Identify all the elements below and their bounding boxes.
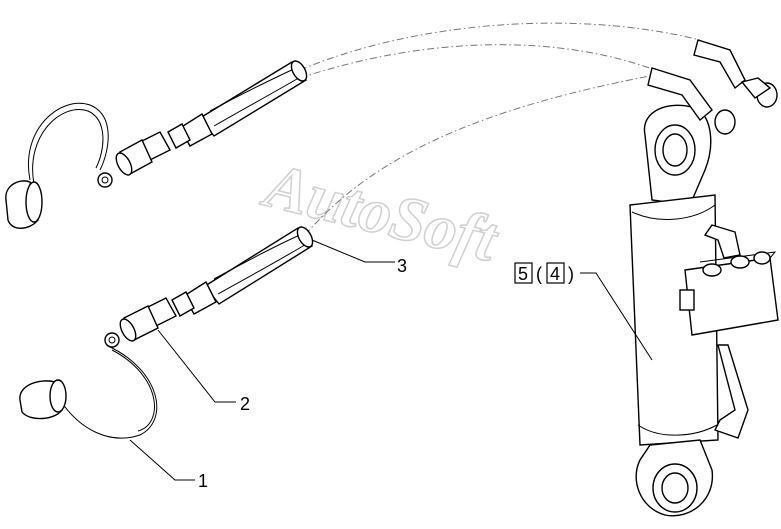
callout-paren-open: ( <box>536 264 542 284</box>
callout-4-box <box>546 262 565 284</box>
hose-route-upper <box>299 22 701 71</box>
callout-2: 2 <box>240 394 250 414</box>
callout-4: 4 <box>550 264 560 284</box>
upper-dust-cap <box>5 102 113 229</box>
upper-hose-assembly <box>115 60 308 176</box>
hose-route-lower <box>304 74 656 236</box>
lower-dust-cap <box>19 332 158 439</box>
leader-line-3 <box>311 239 395 263</box>
hydraulic-cylinder <box>629 39 779 517</box>
lower-hose-assembly <box>119 226 314 342</box>
callout-3: 3 <box>397 256 407 276</box>
callout-5: 5 <box>518 264 528 284</box>
leader-line-1 <box>129 439 195 481</box>
leader-line-5 <box>580 272 653 361</box>
callout-1: 1 <box>198 471 208 491</box>
hose-route-upper-2 <box>299 44 656 79</box>
leader-line-2 <box>157 329 236 403</box>
callout-paren-close: ) <box>568 264 574 284</box>
callout-5-box <box>514 262 533 284</box>
